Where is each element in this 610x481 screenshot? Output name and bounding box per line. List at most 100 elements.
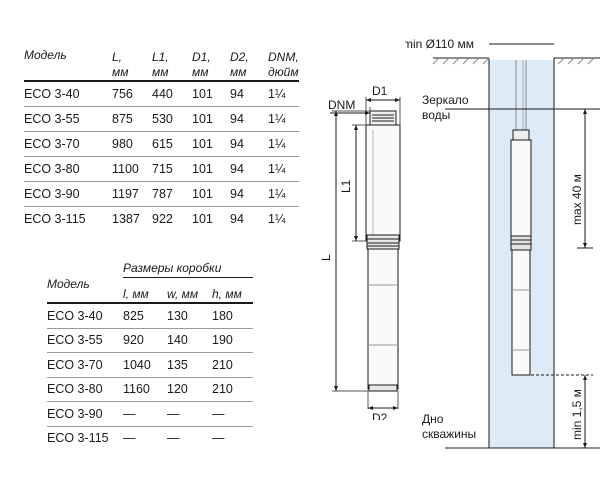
value-cell: 715	[152, 156, 192, 182]
value-cell: —	[167, 425, 212, 450]
spec-header-d2-text: D2, мм	[230, 50, 249, 79]
box-table-row: ECO 3-115———	[47, 425, 253, 450]
spec-header-l-text: L, мм	[112, 50, 129, 79]
model-cell: ECO 3-90	[47, 401, 123, 426]
spec-header-dnm: DNM, дюйм	[268, 20, 299, 82]
model-cell: ECO 3-115	[47, 425, 123, 450]
value-cell: 1160	[123, 376, 167, 402]
value-cell: 101	[192, 206, 230, 231]
box-header-model: Модель	[47, 267, 123, 294]
value-cell: 130	[167, 302, 212, 328]
model-cell: ECO 3-55	[24, 106, 112, 132]
value-cell: 94	[230, 181, 268, 207]
label-d1: D1	[372, 84, 388, 98]
spec-header-l: L, мм	[112, 20, 152, 82]
value-cell: 825	[123, 302, 167, 328]
value-cell: 1¼	[268, 106, 299, 132]
box-header-h: h, мм	[212, 277, 253, 304]
spec-header-dnm-text: DNM, дюйм	[268, 50, 299, 79]
value-cell: 101	[192, 131, 230, 157]
value-cell: 1¼	[268, 206, 299, 231]
value-cell: 530	[152, 106, 192, 132]
value-cell: 875	[112, 106, 152, 132]
value-cell: —	[212, 425, 253, 450]
value-cell: 1¼	[268, 131, 299, 157]
value-cell: 787	[152, 181, 192, 207]
spec-header-d1-text: D1, мм	[192, 50, 211, 79]
model-cell: ECO 3-80	[47, 376, 123, 402]
value-cell: 1¼	[268, 80, 299, 107]
spec-header-l1: L1, мм	[152, 20, 192, 82]
value-cell: 190	[212, 327, 253, 353]
spec-header-d1: D1, мм	[192, 20, 230, 82]
value-cell: 94	[230, 80, 268, 107]
label-d2: D2	[372, 411, 388, 420]
spec-table-header: Модель L, мм L1, мм D1, мм D2, мм DNM, д…	[24, 20, 299, 82]
value-cell: 980	[112, 131, 152, 157]
value-cell: 210	[212, 376, 253, 402]
model-cell: ECO 3-70	[47, 352, 123, 377]
spec-table: Модель L, мм L1, мм D1, мм D2, мм DNM, д…	[24, 20, 299, 231]
value-cell: 135	[167, 352, 212, 377]
value-cell: —	[123, 425, 167, 450]
label-well-bottom-1: Дно	[422, 412, 444, 426]
value-cell: 140	[167, 327, 212, 353]
value-cell: 180	[212, 302, 253, 328]
value-cell: 101	[192, 80, 230, 107]
value-cell: 922	[152, 206, 192, 231]
label-l1: L1	[339, 179, 353, 193]
value-cell: 120	[167, 376, 212, 402]
value-cell: 615	[152, 131, 192, 157]
value-cell: 1387	[112, 206, 152, 231]
box-table-row: ECO 3-90———	[47, 401, 253, 426]
label-water-level-1: Зеркало	[422, 93, 469, 107]
value-cell: —	[167, 401, 212, 426]
label-well-bottom-2: скважины	[422, 427, 476, 441]
value-cell: 94	[230, 156, 268, 182]
value-cell: 101	[192, 156, 230, 182]
model-cell: ECO 3-90	[24, 181, 112, 207]
value-cell: 1040	[123, 352, 167, 377]
value-cell: 440	[152, 80, 192, 107]
value-cell: 101	[192, 181, 230, 207]
label-l: L	[319, 254, 333, 261]
value-cell: 94	[230, 131, 268, 157]
label-min-diameter: min Ø110 мм	[405, 37, 474, 51]
value-cell: 756	[112, 80, 152, 107]
model-cell: ECO 3-80	[24, 156, 112, 182]
label-min-bottom: min 1,5 м	[570, 389, 584, 440]
value-cell: 94	[230, 106, 268, 132]
box-table-header: Модель l, мм w, мм h, мм	[47, 267, 253, 304]
well-installation-drawing: min Ø110 мм Зеркало воды max 40 м min 1,…	[405, 37, 600, 449]
model-cell: ECO 3-70	[24, 131, 112, 157]
model-cell: ECO 3-115	[24, 206, 112, 231]
value-cell: 1¼	[268, 181, 299, 207]
value-cell: 920	[123, 327, 167, 353]
model-cell: ECO 3-55	[47, 327, 123, 353]
label-dnm: DNM	[328, 98, 355, 112]
model-cell: ECO 3-40	[24, 80, 112, 107]
value-cell: 1100	[112, 156, 152, 182]
box-header-l: l, мм	[123, 277, 167, 304]
value-cell: —	[212, 401, 253, 426]
model-cell: ECO 3-40	[47, 302, 123, 328]
box-table-group-row: Размеры коробки	[47, 257, 253, 278]
value-cell: 101	[192, 106, 230, 132]
box-header-w: w, мм	[167, 277, 212, 304]
spec-header-l1-text: L1, мм	[152, 50, 169, 79]
value-cell: 1¼	[268, 156, 299, 182]
value-cell: —	[123, 401, 167, 426]
spec-header-model: Модель	[24, 20, 112, 82]
value-cell: 94	[230, 206, 268, 231]
spec-header-d2: D2, мм	[230, 20, 268, 82]
